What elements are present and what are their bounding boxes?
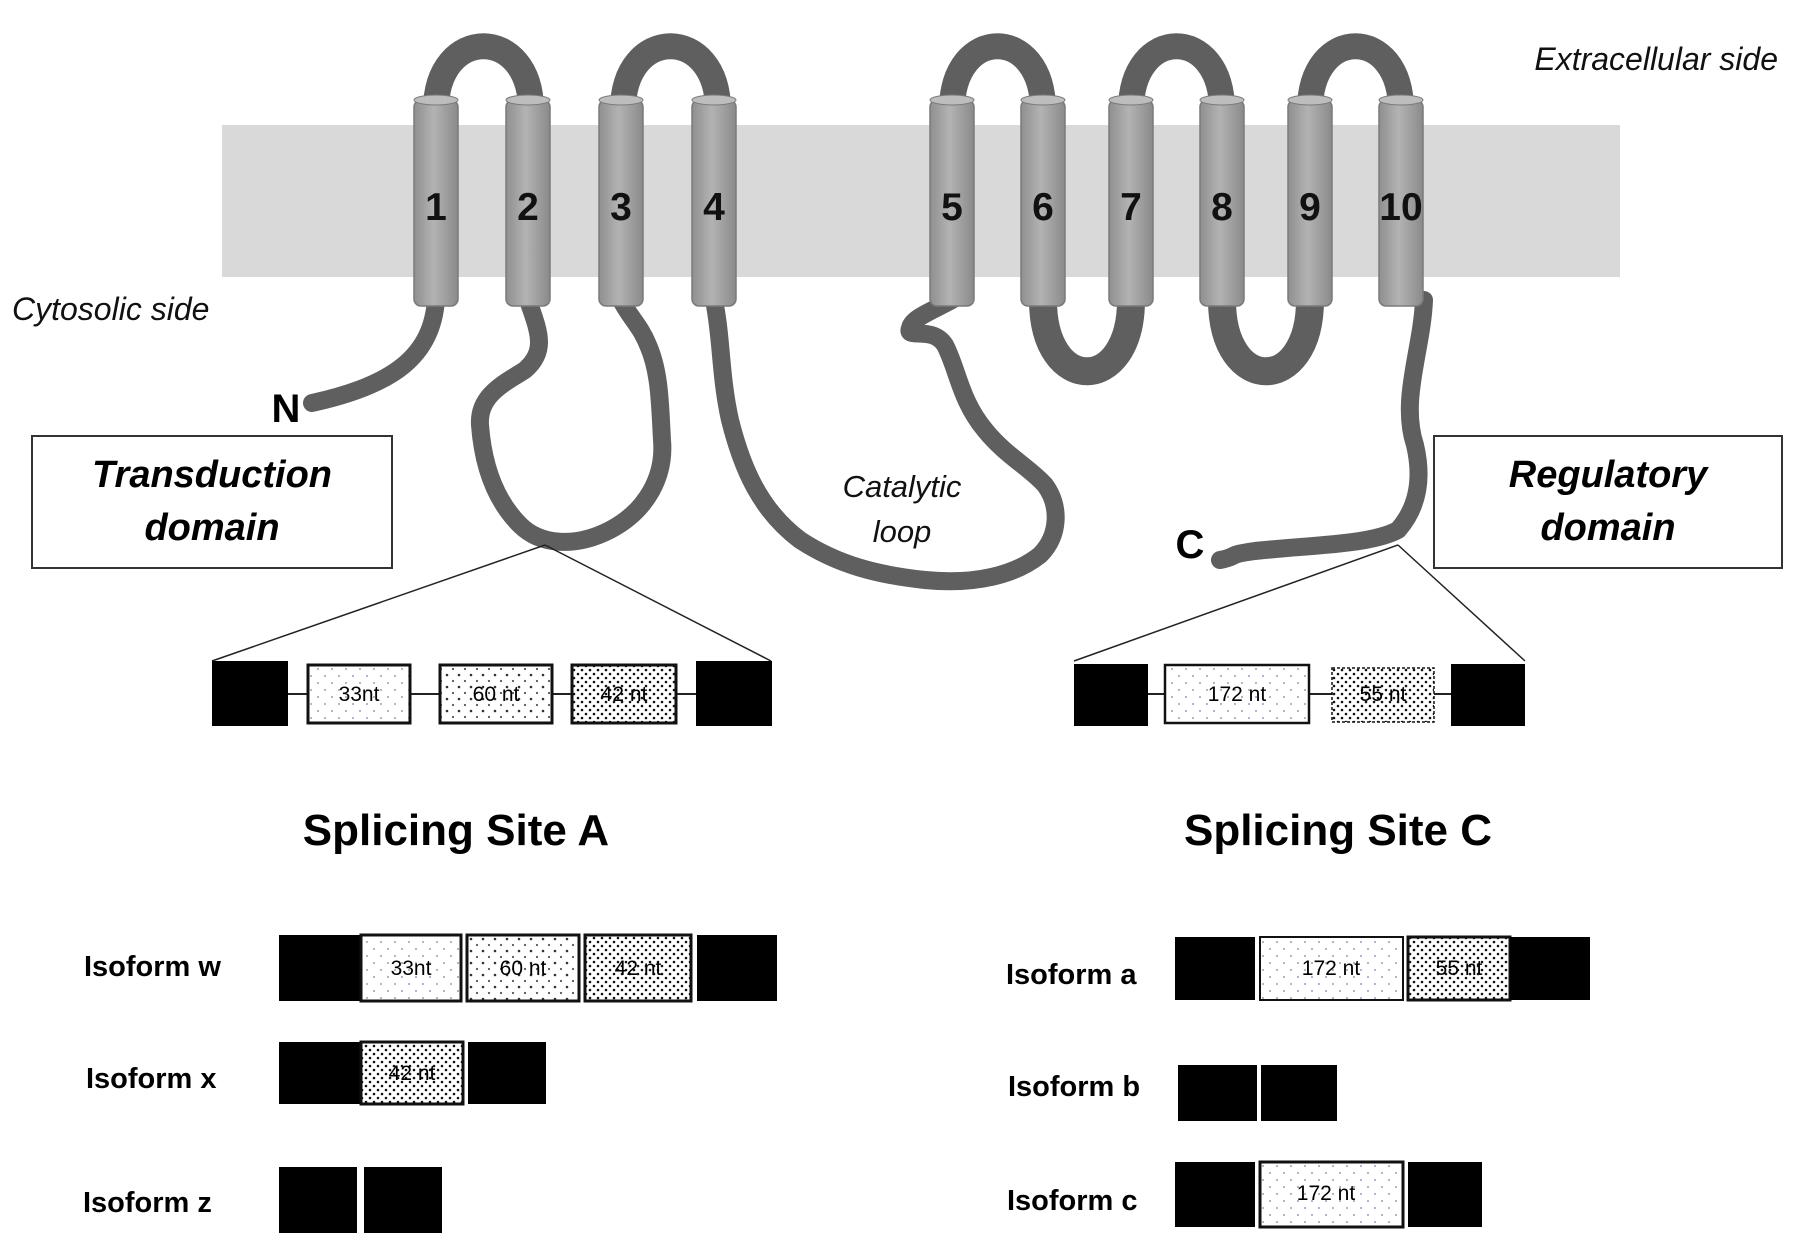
helix-5-label: 5 <box>941 186 963 229</box>
regulatory-domain-box: Regulatory domain <box>1433 435 1783 569</box>
isoform-w-label: Isoform w <box>84 951 221 983</box>
helix-5: 5 <box>929 94 975 307</box>
transduction-domain-box: Transduction domain <box>31 435 393 569</box>
splicing-site-c-title: Splicing Site C <box>1184 806 1492 855</box>
site-c-exon-172nt: 172 nt <box>1163 663 1311 725</box>
n-terminus-label: N <box>272 387 301 431</box>
loop-5-6 <box>939 33 1056 123</box>
svg-text:172 nt: 172 nt <box>1297 1182 1356 1205</box>
site-c-constitutive-exon-left <box>1074 664 1148 726</box>
extracellular-loops <box>423 33 1414 123</box>
site-c-isoforms: Isoform a 172 nt 55 nt Isoform b Isoform… <box>1006 935 1590 1229</box>
helix-1: 1 <box>413 94 459 307</box>
site-a-isoforms: Isoform w 33nt 60 nt 42 nt Isoform x 42 … <box>83 933 777 1233</box>
transmembrane-helices: 1 2 3 4 5 6 7 <box>413 94 1424 307</box>
helix-1-label: 1 <box>425 186 447 229</box>
isoform-c-label: Isoform c <box>1007 1185 1138 1217</box>
helix-9-label: 9 <box>1299 186 1321 229</box>
regulatory-domain-line2: domain <box>1540 507 1675 549</box>
site-a-exon-42nt: 42 nt <box>570 663 678 725</box>
site-a-constitutive-exon-right <box>696 661 772 726</box>
helix-4: 4 <box>691 94 737 307</box>
svg-text:60 nt: 60 nt <box>500 957 547 980</box>
svg-text:42 nt: 42 nt <box>615 957 662 980</box>
catalytic-loop-label-line1: Catalytic <box>843 469 962 504</box>
zoom-lines <box>211 544 1526 662</box>
splicing-site-a-title: Splicing Site A <box>303 806 609 855</box>
c-terminus-label: C <box>1176 523 1205 567</box>
site-c-exon-55nt: 55 nt <box>1331 667 1435 723</box>
transduction-domain-line2: domain <box>144 507 279 549</box>
loop-9-10 <box>1297 33 1414 123</box>
helix-4-label: 4 <box>703 186 725 229</box>
helix-10-label: 10 <box>1379 186 1422 229</box>
loop-3-4 <box>610 33 731 123</box>
catalytic-loop-label-line2: loop <box>873 514 932 549</box>
catalytic-loop <box>705 291 1065 591</box>
loop-6-7 <box>1029 286 1145 386</box>
svg-text:172 nt: 172 nt <box>1302 957 1361 980</box>
n-terminal-tail <box>303 291 445 412</box>
transduction-domain-line1: Transduction <box>92 454 332 496</box>
loop-8-9 <box>1208 286 1324 386</box>
site-c-constitutive-exon-right <box>1451 664 1525 726</box>
site-a-gene-structure: 33nt 60 nt 42 nt <box>212 661 772 726</box>
regulatory-domain-line1: Regulatory <box>1509 454 1709 496</box>
svg-text:172 nt: 172 nt <box>1208 683 1267 706</box>
svg-text:60 nt: 60 nt <box>473 683 520 706</box>
c-terminal-tail <box>1211 291 1433 569</box>
helix-8-label: 8 <box>1211 186 1233 229</box>
helix-10: 10 <box>1378 94 1424 307</box>
extracellular-side-label: Extracellular side <box>1534 41 1778 77</box>
helix-2: 2 <box>505 94 551 307</box>
loop-1-2 <box>423 33 544 123</box>
isoform-x-label: Isoform x <box>86 1063 217 1095</box>
isoform-a-label: Isoform a <box>1006 959 1137 991</box>
site-c-gene-structure: 172 nt 55 nt <box>1074 663 1525 726</box>
svg-text:55 nt: 55 nt <box>1360 683 1407 706</box>
helix-2-label: 2 <box>517 186 539 229</box>
site-a-constitutive-exon-left <box>212 661 288 726</box>
svg-text:42 nt: 42 nt <box>601 683 648 706</box>
loop-7-8 <box>1118 33 1235 123</box>
site-a-exon-60nt: 60 nt <box>438 663 554 725</box>
svg-text:33nt: 33nt <box>391 957 432 980</box>
helix-3-label: 3 <box>610 186 632 229</box>
helix-6: 6 <box>1020 94 1066 307</box>
isoform-b-label: Isoform b <box>1008 1071 1140 1103</box>
helix-8: 8 <box>1199 94 1245 307</box>
site-a-exon-33nt: 33nt <box>306 663 412 725</box>
cytosolic-chain <box>303 291 1433 591</box>
helix-9: 9 <box>1287 94 1333 307</box>
svg-text:55 nt: 55 nt <box>1436 957 1483 980</box>
svg-text:33nt: 33nt <box>339 683 380 706</box>
isoform-z-label: Isoform z <box>83 1187 212 1219</box>
intracellular-short-loops <box>1029 286 1324 386</box>
helix-6-label: 6 <box>1032 186 1054 229</box>
helix-7: 7 <box>1108 94 1154 307</box>
helix-7-label: 7 <box>1120 186 1142 229</box>
svg-text:42 nt: 42 nt <box>389 1062 436 1085</box>
transduction-loop <box>470 291 672 551</box>
cytosolic-side-label: Cytosolic side <box>12 291 209 327</box>
helix-3: 3 <box>598 94 644 307</box>
